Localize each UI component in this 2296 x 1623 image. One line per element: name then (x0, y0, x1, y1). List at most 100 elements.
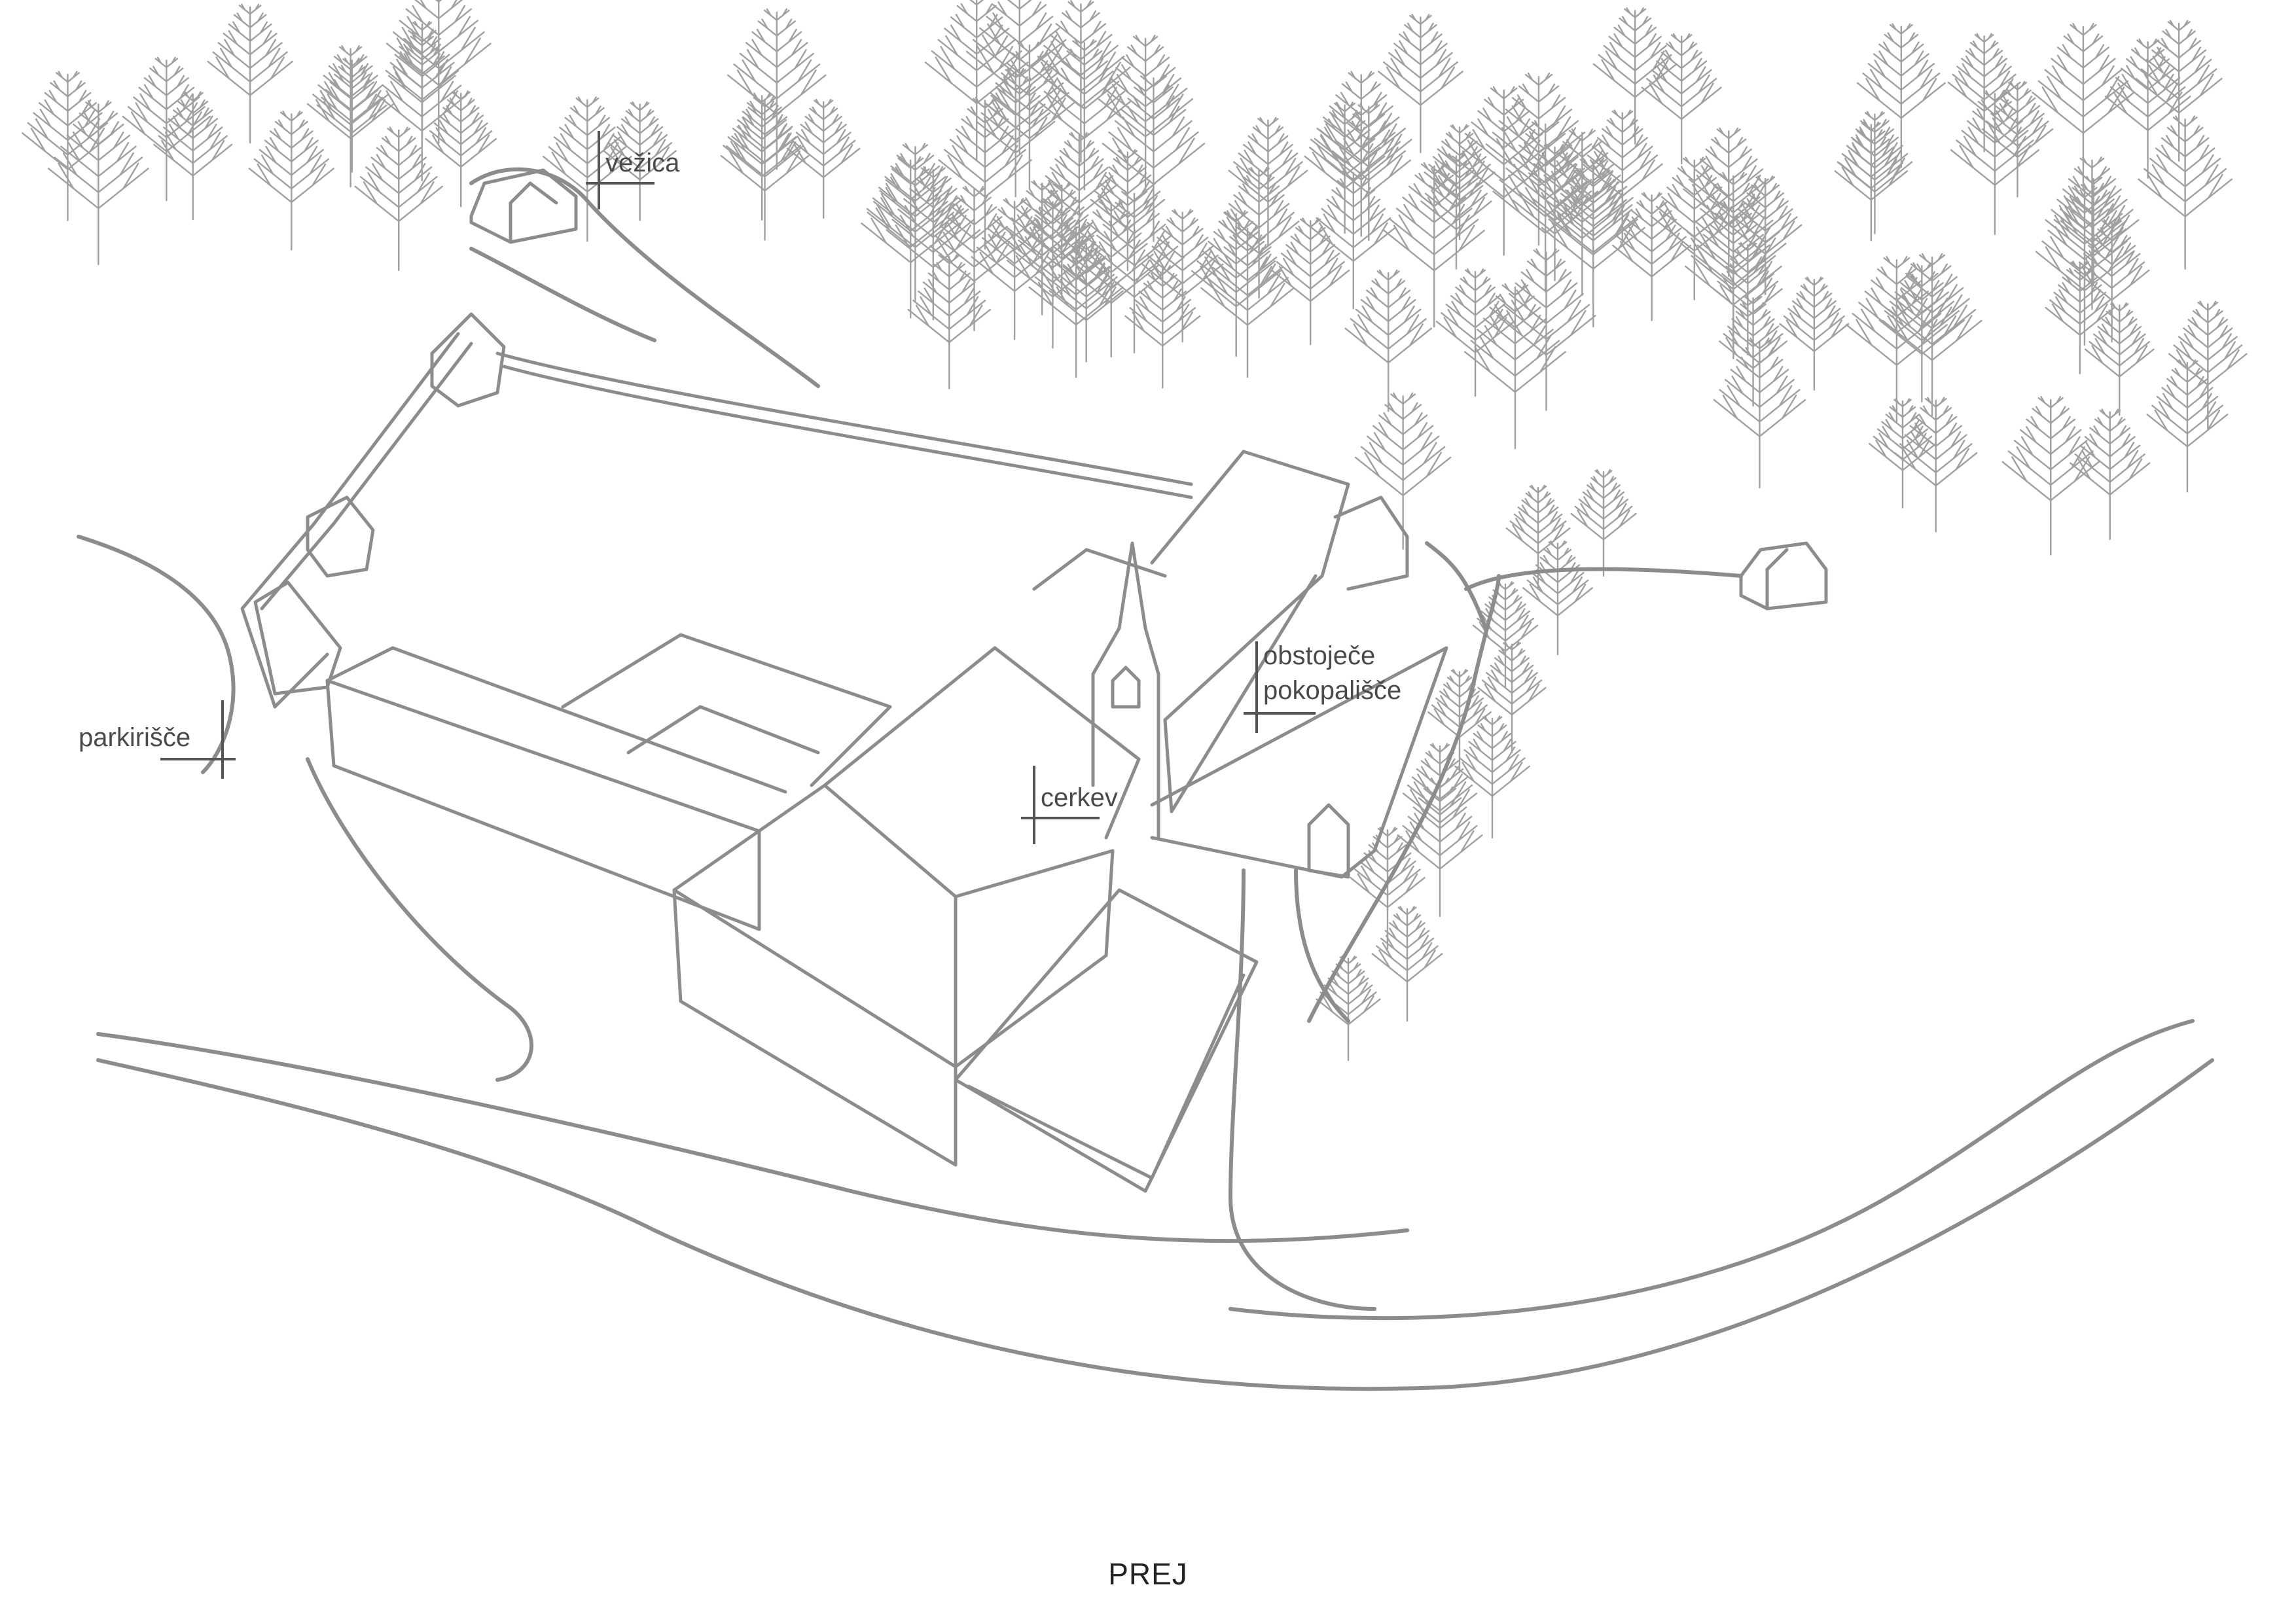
tree (2070, 408, 2151, 541)
tree (1464, 283, 1566, 450)
tree (907, 253, 992, 389)
tree (2001, 396, 2100, 556)
tree (1878, 262, 1965, 402)
tree (720, 96, 810, 241)
tree (425, 90, 497, 207)
tree (1582, 109, 1663, 241)
tree (1713, 337, 1806, 489)
label-vezica-text: vežica (605, 149, 680, 177)
east-outbuilding (1739, 541, 1828, 611)
tree (984, 41, 1075, 190)
tree (1683, 127, 1775, 277)
tree (2073, 219, 2150, 343)
forest (21, 0, 2248, 1061)
tree (1141, 209, 1224, 343)
tree (1084, 189, 1185, 354)
tree (1612, 192, 1692, 321)
tree (1040, 132, 1119, 259)
tree (1102, 74, 1206, 242)
tree (1641, 33, 1722, 165)
tree (248, 110, 335, 251)
tree (2032, 22, 2135, 191)
tree (2045, 260, 2115, 374)
tree (153, 91, 233, 221)
tree (1882, 253, 1982, 417)
vezica-building (469, 168, 578, 244)
tree (2060, 175, 2127, 285)
tree (2138, 115, 2233, 270)
tree (376, 35, 467, 182)
tree (1522, 540, 1593, 656)
monastery-complex (240, 312, 1448, 1193)
tree (1485, 72, 1592, 246)
tree (316, 57, 387, 173)
tree (1454, 715, 1530, 839)
tree (1856, 23, 1946, 168)
label-pokopalisce-line2: pokopališče (1263, 676, 1401, 705)
tree (929, 185, 1019, 332)
tree (1378, 14, 1463, 154)
tree (2084, 302, 2155, 416)
tree (1383, 162, 1485, 328)
tree (1592, 7, 1677, 145)
tree (1512, 143, 1597, 281)
roads (77, 167, 2214, 1391)
tree (2104, 38, 2191, 179)
tree (1354, 392, 1452, 550)
tree (1350, 827, 1426, 950)
tree (1834, 121, 1909, 241)
tree (1950, 90, 2039, 236)
tree (1719, 294, 1787, 407)
tree (1477, 641, 1547, 754)
tree (1310, 71, 1412, 237)
tree (603, 101, 677, 221)
caption: PREJ (1108, 1557, 1188, 1591)
label-pokopalisce: obstoječe pokopališče (1244, 641, 1401, 733)
label-parkirisce-text: parkirišče (79, 723, 190, 752)
tree (1435, 268, 1515, 397)
tree (1570, 469, 1637, 577)
label-vezica: vežica (586, 131, 680, 209)
tree (861, 156, 961, 319)
tree (727, 8, 827, 170)
tree (1371, 906, 1443, 1022)
label-parkirisce: parkirišče (79, 700, 236, 779)
tree (21, 71, 114, 221)
tree (1427, 669, 1492, 774)
tree (786, 99, 861, 219)
tree (938, 96, 1032, 250)
tree (1000, 180, 1084, 315)
tree (1191, 210, 1282, 357)
tree (1496, 248, 1596, 411)
tree (1316, 955, 1381, 1061)
tree (1271, 217, 1350, 346)
tree (1344, 269, 1433, 412)
tree (723, 92, 802, 221)
tree (1505, 484, 1571, 590)
tree (2146, 359, 2229, 493)
tree (1200, 224, 1295, 378)
label-pokopalisce-line1: obstoječe (1263, 641, 1375, 670)
tree (2168, 300, 2248, 429)
label-cerkev-text: cerkev (1041, 783, 1118, 812)
tree (924, 0, 1029, 162)
tree (2135, 20, 2223, 162)
tree (1837, 111, 1913, 234)
tree (1031, 0, 1131, 163)
tree (207, 3, 293, 144)
tree (1124, 264, 1201, 389)
tree (1424, 124, 1496, 241)
tree (975, 68, 1056, 198)
tree (1228, 116, 1308, 247)
tree (48, 100, 149, 266)
label-cerkev: cerkev (1021, 766, 1118, 844)
tree (1310, 169, 1397, 310)
tree (1779, 276, 1850, 391)
tree (1947, 33, 2021, 152)
tree (1869, 398, 1937, 508)
tree (543, 96, 632, 242)
tree (965, 0, 1073, 154)
tree (1218, 166, 1300, 299)
tree (1894, 397, 1978, 533)
